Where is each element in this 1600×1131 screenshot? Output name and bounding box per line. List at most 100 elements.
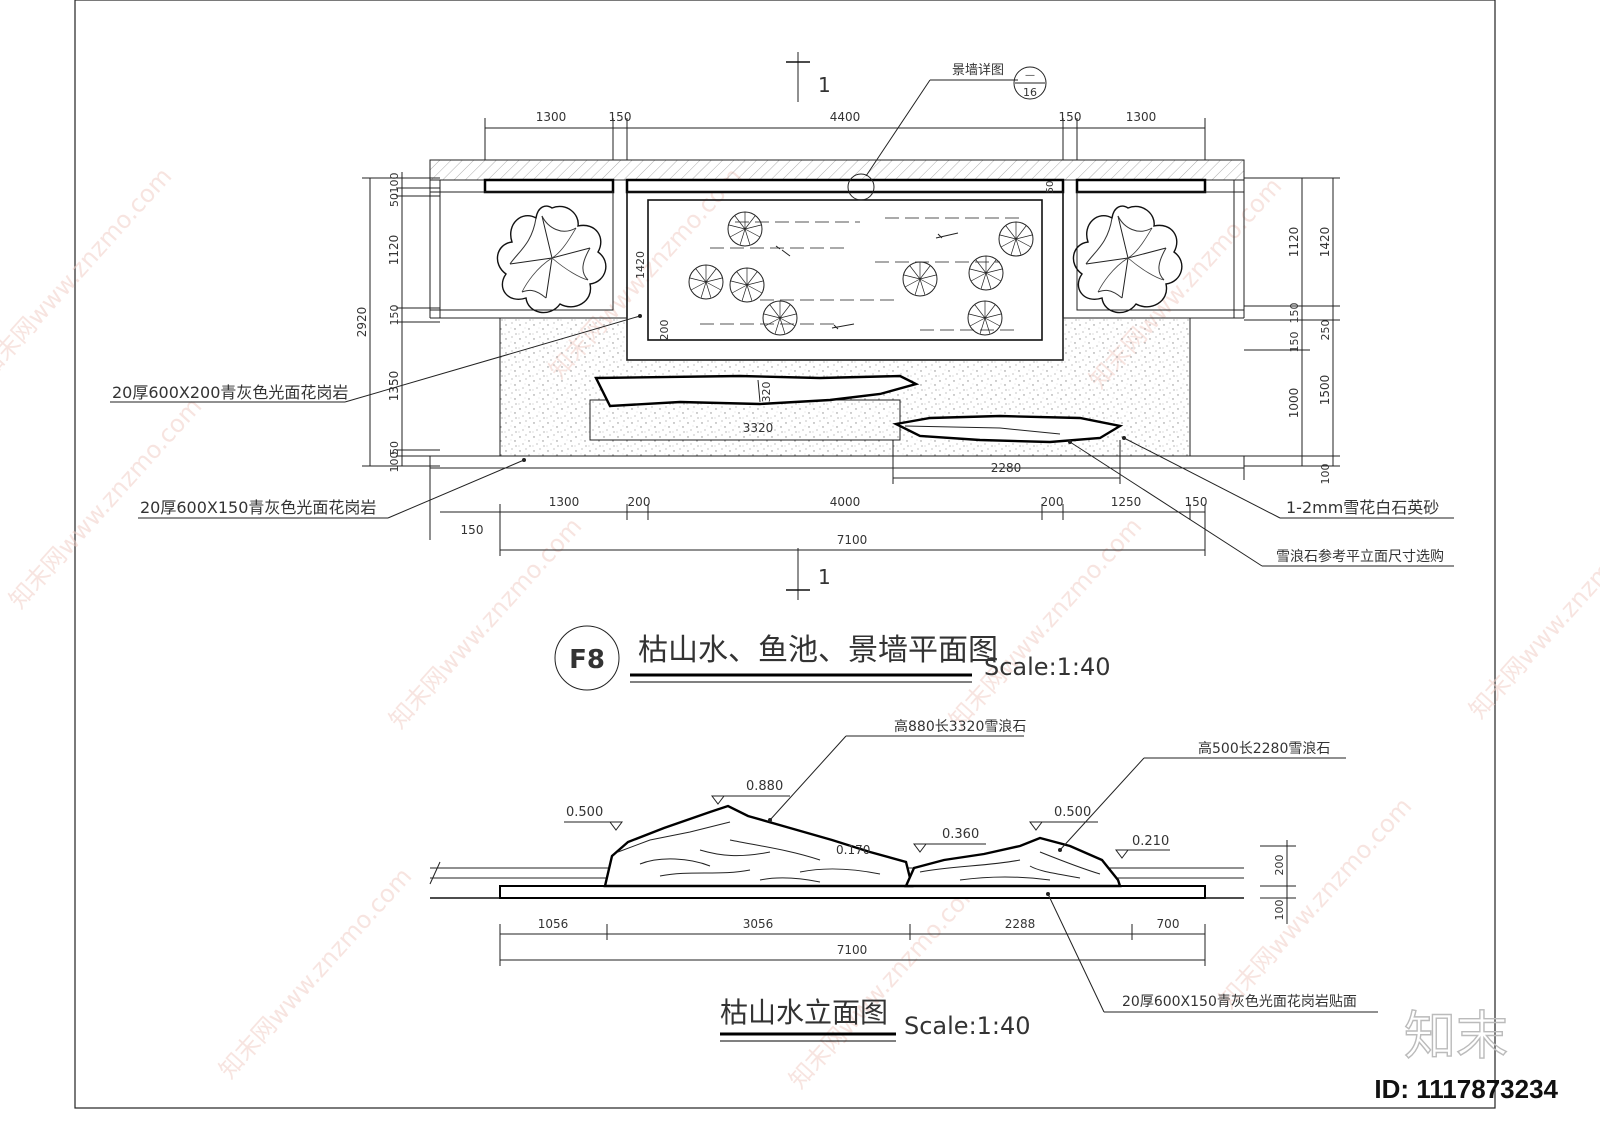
asset-id-label: ID: 1117873234: [1374, 1074, 1558, 1104]
lotus-icon: [727, 211, 763, 247]
dim-label: 150: [388, 305, 401, 326]
wall-cap-right: [1075, 178, 1207, 194]
callout-number-bottom: 16: [1023, 86, 1037, 99]
dimension-inner: 1420 200 320 3320 2280 50: [634, 181, 1121, 484]
dim-label: 1420: [634, 251, 647, 279]
plan-scale: Scale:1:40: [984, 653, 1111, 681]
water-lines: [700, 217, 1025, 331]
brand-logo: 知末: [1404, 1007, 1508, 1067]
dim-label: 1000: [1287, 388, 1301, 419]
planter-right: [1076, 191, 1245, 311]
section-label: 1: [818, 73, 831, 97]
elevation-view: 0.880 0.500 0.360 0.170 0.500 0.210 高880…: [429, 718, 1378, 1042]
dim-label: 100: [388, 173, 401, 194]
dim-label: 200: [628, 495, 651, 509]
watermark-text: 知末网www.znzmo.com: [1464, 502, 1600, 724]
tree-left-icon: [496, 205, 607, 314]
dim-label: 100: [1319, 464, 1332, 485]
note-stone-large: 高880长3320雪浪石: [894, 718, 1026, 735]
elevation-stone-large: [603, 804, 914, 888]
lotus-icon: [762, 300, 798, 336]
dim-label: 2920: [355, 307, 369, 338]
dimension-right: 1120 1420 150 250 150 1000 1500 100: [1244, 177, 1340, 485]
level-label: 0.880: [746, 779, 783, 794]
dim-label: 1420: [1318, 227, 1332, 258]
elevation-title: 枯山水立面图: [720, 996, 888, 1029]
section-mark-bottom: 1: [786, 548, 831, 600]
level-markers: 0.880 0.500 0.360 0.170 0.500 0.210: [564, 779, 1170, 859]
dim-label: 100: [1273, 900, 1286, 921]
lotus-icon: [688, 264, 724, 300]
dim-label: 320: [760, 382, 773, 403]
note-stone: 雪浪石参考平立面尺寸选购: [1276, 548, 1444, 565]
dim-total: 7100: [837, 533, 868, 547]
dim-label: 200: [1273, 855, 1286, 876]
dim-label: 1250: [1111, 495, 1142, 509]
plan-view: 1 1: [110, 52, 1454, 691]
note-granite-200: 20厚600X200青灰色光面花岗岩: [112, 383, 348, 402]
level-label: 0.500: [1054, 805, 1091, 820]
dim-label: 2288: [1005, 917, 1036, 931]
dim-label: 700: [1157, 917, 1180, 931]
dim-label: 1300: [1126, 110, 1157, 124]
plan-title-block: F8 枯山水、鱼池、景墙平面图 Scale:1:40: [554, 625, 1111, 691]
wall-cap-left: [483, 178, 615, 194]
dimension-left: 100 50 1120 150 2920 1350 50 100: [355, 172, 440, 473]
watermark-text: 知末网www.znzmo.com: [944, 512, 1148, 734]
lotus-icon-group: [688, 211, 1034, 336]
watermark-group: 知末网www.znzmo.com 知末网www.znzmo.com 知末网www…: [0, 162, 1600, 1094]
section-mark-top: 1: [786, 52, 831, 102]
dim-label: 1500: [1318, 375, 1332, 406]
elevation-stone-small: [904, 836, 1122, 888]
wall-cap-center: [625, 178, 1065, 194]
elevation-title-block: 枯山水立面图 Scale:1:40: [720, 996, 1031, 1042]
watermark-text: 知末网www.znzmo.com: [784, 872, 988, 1094]
dimension-top: 1300 150 4400 150 1300: [484, 110, 1206, 160]
watermark-text: 知末网www.znzmo.com: [384, 512, 588, 734]
dim-label: 150: [1059, 110, 1082, 124]
dim-label: 4000: [830, 495, 861, 509]
lotus-icon: [729, 267, 765, 303]
section-label: 1: [818, 565, 831, 589]
lotus-icon: [902, 261, 938, 297]
dim-label: 4400: [830, 110, 861, 124]
lotus-icon: [998, 221, 1034, 257]
dim-label: 50: [388, 441, 401, 455]
dim-label: 150: [609, 110, 632, 124]
plan-stone-large: [594, 374, 920, 408]
dim-label: 150: [461, 523, 484, 537]
level-label: 0.170: [836, 843, 870, 857]
note-sand: 1-2mm雪花白石英砂: [1286, 498, 1439, 517]
dim-label: 1120: [387, 235, 401, 266]
level-label: 0.360: [942, 827, 979, 842]
dim-label: 50: [1045, 181, 1056, 194]
callout-number-top: —: [1025, 70, 1035, 81]
plan-notes: 20厚600X200青灰色光面花岗岩 20厚600X150青灰色光面花岗岩 1-…: [110, 314, 1454, 567]
dim-label: 3320: [743, 421, 774, 435]
dim-label: 250: [1319, 320, 1332, 341]
dim-total: 7100: [837, 943, 868, 957]
elevation-dimension-right: 200 100: [1260, 840, 1296, 924]
watermark-text: 知末网www.znzmo.com: [0, 162, 177, 384]
planter-left: [429, 191, 614, 311]
dim-label: 150: [1288, 332, 1301, 353]
sheet-border: [74, 0, 1496, 1109]
wall-detail-label: 景墙详图: [952, 63, 1004, 78]
lotus-icon: [968, 255, 1004, 291]
dim-label: 150: [1185, 495, 1208, 509]
elevation-base-paving: [499, 885, 1206, 899]
dim-label: 100: [388, 452, 401, 473]
level-label: 0.500: [566, 805, 603, 820]
dimension-bottom: 1300 200 4000 200 1250 150 150 7100: [440, 495, 1207, 556]
note-stone-small: 高500长2280雪浪石: [1198, 740, 1330, 757]
dim-label: 50: [388, 193, 401, 207]
fish-icon-group: [775, 232, 959, 330]
note-granite-150: 20厚600X150青灰色光面花岗岩: [140, 498, 376, 517]
watermark-text: 知末网www.znzmo.com: [214, 862, 418, 1084]
dim-label: 200: [1041, 495, 1064, 509]
wall-detail-callout: 景墙详图 — 16: [847, 63, 1047, 201]
level-label: 0.210: [1132, 834, 1169, 849]
fish-pond-inner: [647, 199, 1043, 341]
note-paving: 20厚600X150青灰色光面花岗岩贴面: [1122, 993, 1357, 1010]
